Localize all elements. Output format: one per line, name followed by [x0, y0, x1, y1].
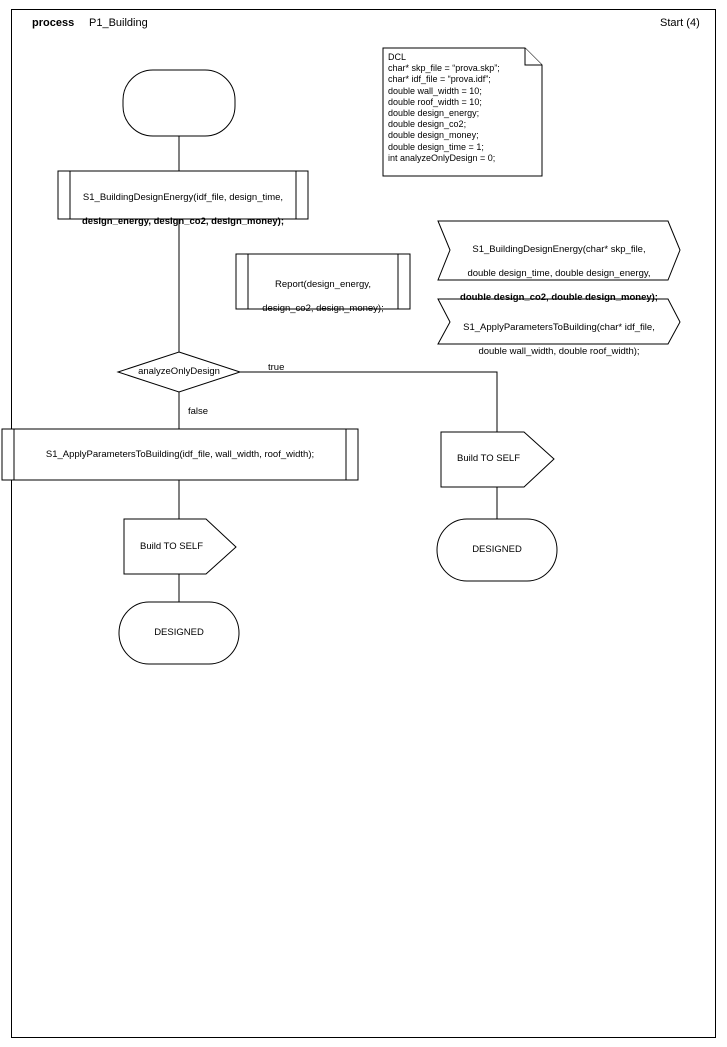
- process-apply-parameters-label: S1_ApplyParametersToBuilding(idf_file, w…: [45, 449, 315, 460]
- process-report-label: Report(design_energy, design_co2, design…: [248, 267, 398, 327]
- build-to-self-true[interactable]: [440, 431, 555, 488]
- decision-label: analyzeOnlyDesign: [138, 366, 220, 377]
- process-design-energy-label: S1_BuildingDesignEnergy(idf_file, design…: [58, 180, 308, 240]
- designed-terminal-true[interactable]: [436, 518, 558, 582]
- process-design-energy[interactable]: [57, 170, 309, 220]
- decision-analyze-only-design[interactable]: [116, 351, 242, 393]
- process-report-line1: Report(design_energy,: [275, 279, 371, 290]
- build-to-self-true-label: Build TO SELF: [456, 453, 520, 464]
- edge-label-true: true: [268, 362, 285, 373]
- signature-design-energy-line1: S1_BuildingDesignEnergy(char* skp_file,: [472, 244, 646, 255]
- process-apply-parameters[interactable]: [1, 428, 359, 481]
- designed-terminal-false-label: DESIGNED: [154, 627, 204, 638]
- signature-apply-parameters-label: S1_ApplyParametersToBuilding(char* idf_f…: [452, 310, 666, 370]
- process-report-line2: design_co2, design_money);: [262, 303, 384, 314]
- build-to-self-false[interactable]: [123, 518, 237, 575]
- process-report[interactable]: [235, 253, 411, 310]
- start-terminal[interactable]: [122, 69, 236, 137]
- build-to-self-false-label: Build TO SELF: [139, 541, 203, 552]
- connector-decision-true: [240, 371, 498, 432]
- note-dcl-text: DCL char* skp_file = “prova.skp”; char* …: [388, 52, 500, 163]
- header-process-name: P1_Building: [89, 17, 148, 29]
- signature-design-energy-line2: double design_time, double design_energy…: [467, 268, 651, 279]
- header-keyword: process: [32, 17, 75, 29]
- signature-design-energy-label: S1_BuildingDesignEnergy(char* skp_file, …: [452, 232, 666, 316]
- note-dcl[interactable]: [382, 47, 543, 177]
- signature-design-energy-line3: double design_co2, double design_money);: [460, 292, 658, 303]
- signature-apply-parameters-line2: double wall_width, double roof_width);: [478, 346, 640, 357]
- header-start-label: Start (4): [660, 17, 700, 29]
- process-design-energy-line1: S1_BuildingDesignEnergy(idf_file, design…: [82, 192, 284, 203]
- signature-apply-parameters-line1: S1_ApplyParametersToBuilding(char* idf_f…: [463, 322, 655, 333]
- signature-design-energy[interactable]: [437, 220, 681, 281]
- designed-terminal-true-label: DESIGNED: [472, 544, 522, 555]
- signature-apply-parameters[interactable]: [437, 298, 681, 345]
- process-design-energy-line2: design_energy, design_co2, design_money)…: [81, 216, 285, 227]
- designed-terminal-false[interactable]: [118, 601, 240, 665]
- edge-label-false: false: [188, 406, 209, 417]
